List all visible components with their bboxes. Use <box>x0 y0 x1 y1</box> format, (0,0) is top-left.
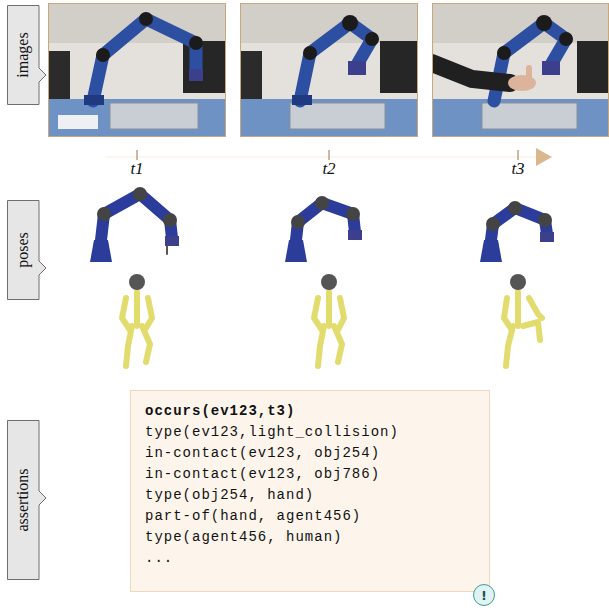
photo <box>48 3 226 137</box>
section-label: poses <box>14 232 32 268</box>
photo <box>240 3 418 137</box>
section-tab: assertions <box>7 420 47 580</box>
human-pose <box>122 274 542 366</box>
assertion-line: ... <box>145 548 475 569</box>
alert-mark: ! <box>481 589 487 602</box>
time-label: t1 <box>128 160 145 178</box>
assertion-line: part-of(hand, agent456) <box>145 506 475 527</box>
tab-outline <box>8 421 47 580</box>
assertion-line: type(agent456, human) <box>145 527 475 548</box>
assertion-line: in-contact(ev123, obj786) <box>145 464 475 485</box>
alert-badge: ! <box>473 584 495 606</box>
tab-outline <box>8 201 47 300</box>
photo <box>432 3 609 137</box>
robot-pose <box>90 187 554 262</box>
section-tab: images <box>7 5 47 105</box>
assertion-line: type(ev123,light_collision) <box>145 422 475 443</box>
section-tab: poses <box>7 200 47 300</box>
time-label: t3 <box>509 160 526 178</box>
assertion-line: type(obj254, hand) <box>145 485 475 506</box>
time-label: t2 <box>320 160 337 178</box>
tab-outline <box>8 6 47 105</box>
section-label: assertions <box>14 468 32 531</box>
assertion-box: occurs(ev123,t3)type(ev123,light_collisi… <box>130 390 490 592</box>
section-label: images <box>14 32 32 77</box>
assertion-line: in-contact(ev123, obj254) <box>145 443 475 464</box>
assertion-line: occurs(ev123,t3) <box>145 401 475 422</box>
